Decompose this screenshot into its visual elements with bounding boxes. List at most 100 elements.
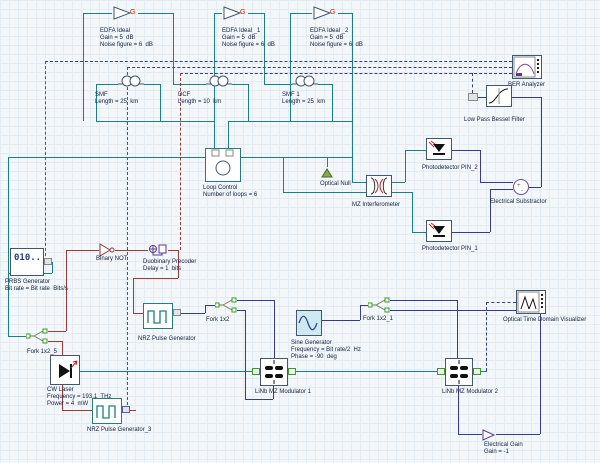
wire [62, 410, 92, 411]
wire [80, 371, 252, 372]
wire [66, 250, 67, 331]
wire [273, 386, 274, 399]
wire [48, 341, 62, 342]
wire [529, 187, 541, 188]
wire [458, 434, 482, 435]
wire [352, 182, 366, 183]
wire [180, 73, 181, 250]
wire [452, 232, 490, 233]
optical-null-icon[interactable] [321, 166, 333, 184]
wire [452, 150, 480, 151]
wire [237, 300, 274, 301]
lowpass-filter-icon[interactable] [486, 85, 512, 107]
wire [133, 278, 178, 279]
fiber-coil-icon[interactable] [118, 74, 144, 95]
port-connector[interactable] [288, 368, 296, 375]
port-connector[interactable] [122, 406, 130, 413]
svg-text:-: - [521, 188, 523, 194]
wire [248, 84, 249, 121]
wire [96, 84, 118, 85]
wire [232, 84, 248, 85]
precoder-icon[interactable] [148, 240, 168, 263]
wire [133, 313, 143, 314]
mz-modulator-icon[interactable] [260, 358, 288, 386]
wire [178, 250, 179, 278]
amplifier-icon[interactable]: G [112, 5, 138, 26]
amplifier-icon[interactable]: G [312, 5, 338, 26]
mz-interferometer-icon[interactable] [366, 175, 392, 197]
component-label: Optical Null [320, 181, 351, 187]
sine-generator-icon[interactable] [296, 310, 322, 336]
photodetector-icon[interactable] [426, 220, 452, 242]
port-connector[interactable] [252, 368, 260, 375]
fiber-coil-icon[interactable] [206, 74, 232, 95]
wire [83, 13, 84, 121]
wire [248, 13, 264, 14]
loop-control-icon[interactable] [205, 148, 241, 182]
photodetector-icon[interactable] [426, 138, 452, 160]
wire [173, 13, 174, 84]
wire [490, 189, 513, 190]
wire [392, 182, 405, 183]
wire [173, 84, 206, 85]
component-label: BER Analyzer [508, 82, 546, 88]
wire [296, 371, 437, 372]
subtractor-icon[interactable]: +- [513, 179, 529, 195]
wire [8, 157, 9, 336]
wire [405, 150, 426, 151]
port-connector[interactable] [468, 93, 478, 101]
fork-icon[interactable] [214, 297, 237, 318]
port-connector[interactable] [173, 309, 181, 316]
wire [458, 386, 459, 434]
wire [180, 73, 512, 74]
nrz-generator-icon[interactable] [92, 398, 122, 424]
mz-modulator-icon[interactable] [445, 358, 473, 386]
port-connector[interactable] [437, 368, 445, 375]
wire [245, 310, 246, 399]
wire [412, 232, 426, 233]
wire [360, 305, 361, 320]
wire [481, 371, 487, 372]
wire [160, 84, 161, 121]
component-label: Binary NOT [96, 256, 128, 262]
amplifier-icon[interactable]: G [222, 5, 248, 26]
not-gate-icon[interactable] [99, 243, 115, 262]
nrz-generator-icon[interactable] [143, 303, 173, 329]
port-connector[interactable] [473, 368, 481, 375]
fork-icon[interactable] [25, 328, 48, 349]
wire [496, 434, 540, 435]
time-domain-visualizer-icon[interactable] [516, 290, 546, 314]
wire [96, 121, 214, 122]
component-label: Fork 1x2_5 [27, 349, 58, 355]
svg-text:+: + [517, 183, 521, 189]
wire [127, 67, 128, 410]
wire [352, 13, 353, 182]
wire [96, 84, 97, 121]
gain-icon[interactable] [482, 428, 496, 446]
wire [237, 310, 245, 311]
prbs-icon[interactable]: 010.. [10, 248, 44, 276]
wire [45, 61, 512, 62]
wire [478, 97, 486, 98]
wire [144, 84, 160, 85]
wire [228, 121, 229, 148]
wire [290, 13, 312, 14]
fiber-coil-icon[interactable] [292, 74, 318, 95]
component-label: Photodetector PIN_1 [422, 246, 478, 252]
fork-icon[interactable] [367, 297, 390, 318]
component-label: Optical Time Domain Visualizer [503, 317, 587, 323]
wire [360, 305, 368, 306]
port-connector[interactable] [44, 258, 52, 265]
cw-laser-icon[interactable] [50, 355, 80, 385]
wire [338, 13, 352, 14]
ber-analyzer-icon[interactable] [512, 55, 542, 79]
wire [412, 192, 413, 232]
wire [390, 310, 540, 311]
